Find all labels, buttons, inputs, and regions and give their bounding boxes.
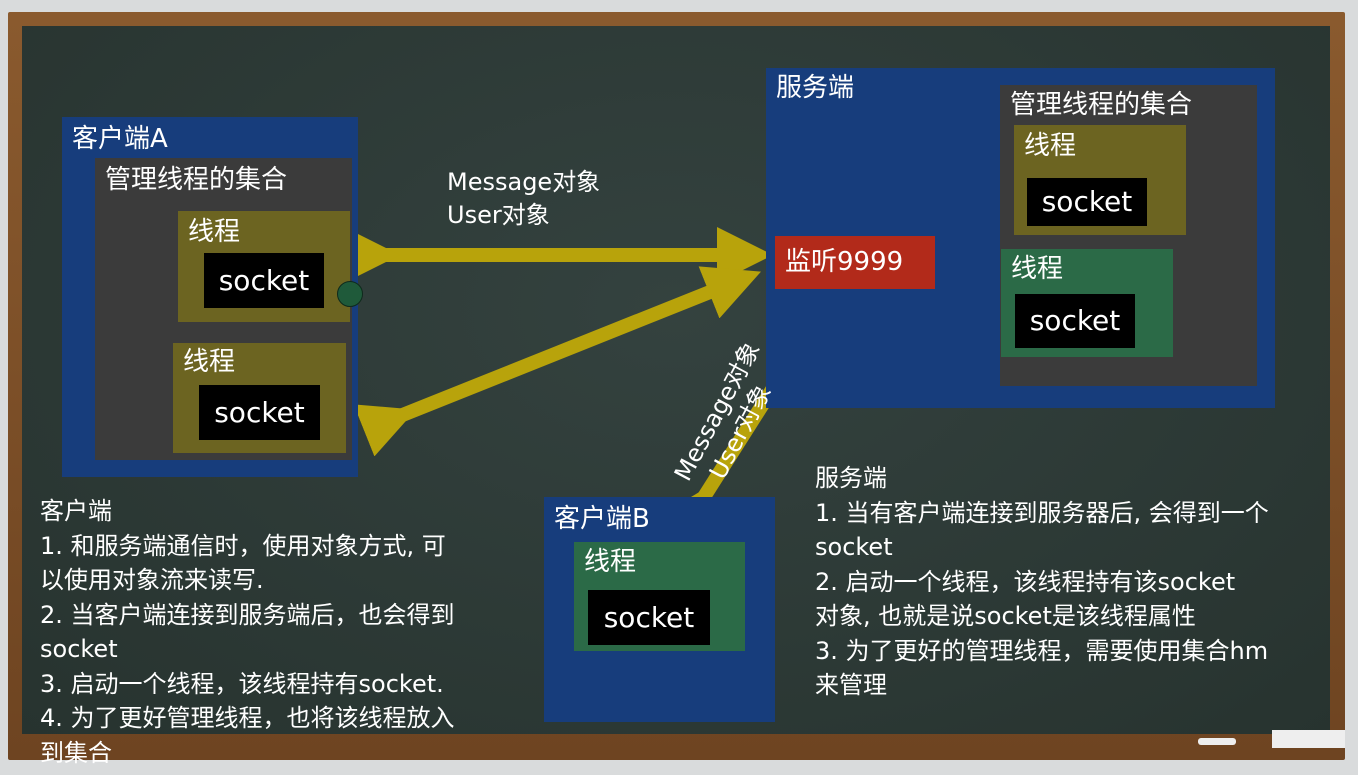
client-a-collection-label: 管理线程的集合 <box>105 165 288 195</box>
note-line: 来管理 <box>815 671 887 699</box>
arrow-label-top: Message对象 User对象 <box>447 166 600 232</box>
server-collection-label: 管理线程的集合 <box>1010 90 1193 120</box>
client-a-title: 客户端A <box>72 124 168 154</box>
note-line: socket <box>40 635 118 663</box>
eraser <box>1272 730 1345 748</box>
thread-label: 线程 <box>584 547 637 577</box>
server-notes: 服务端 1. 当有客户端连接到服务器后, 会得到一个 socket 2. 启动一… <box>815 461 1345 703</box>
note-line: 对象, 也就是说socket是该线程属性 <box>815 602 1196 630</box>
note-line: 2. 启动一个线程，该线程持有该socket <box>815 567 1236 596</box>
cursor-indicator-icon <box>337 281 363 307</box>
thread-label: 线程 <box>1011 254 1064 284</box>
note-line: 4. 为了更好管理线程，也将该线程放入 <box>40 704 455 732</box>
note-line: 1. 当有客户端连接到服务器后, 会得到一个 <box>815 498 1269 527</box>
arrow-client-a-thread2-server <box>353 266 761 457</box>
note-line: 1. 和服务端通信时，使用对象方式, 可 <box>40 531 446 560</box>
socket-box: socket <box>588 590 710 645</box>
note-line: 3. 启动一个线程，该线程持有socket. <box>40 669 444 698</box>
thread-label: 线程 <box>1024 131 1077 161</box>
socket-box: socket <box>1027 178 1147 226</box>
socket-box: socket <box>199 385 320 440</box>
client-b-title: 客户端B <box>554 504 650 534</box>
chalk <box>1198 738 1236 745</box>
socket-box: socket <box>204 253 324 308</box>
socket-box: socket <box>1015 294 1135 348</box>
listen-port-box: 监听9999 <box>775 236 935 289</box>
client-notes: 客户端 1. 和服务端通信时，使用对象方式, 可 以使用对象流来读写. 2. 当… <box>40 494 540 770</box>
note-line: 3. 为了更好的管理线程，需要使用集合hm <box>815 636 1269 665</box>
note-line: 以使用对象流来读写. <box>40 566 264 594</box>
arrow-label-line: User对象 <box>447 201 550 229</box>
note-line: socket <box>815 533 893 561</box>
thread-label: 线程 <box>188 217 241 247</box>
server-notes-title: 服务端 <box>815 464 887 492</box>
arrow-label-line: Message对象 <box>447 168 601 196</box>
note-line: 2. 当客户端连接到服务端后，也会得到 <box>40 600 455 629</box>
server-title: 服务端 <box>776 73 855 103</box>
thread-label: 线程 <box>183 347 236 377</box>
note-line: 到集合 <box>40 738 112 767</box>
client-notes-title: 客户端 <box>40 497 112 525</box>
